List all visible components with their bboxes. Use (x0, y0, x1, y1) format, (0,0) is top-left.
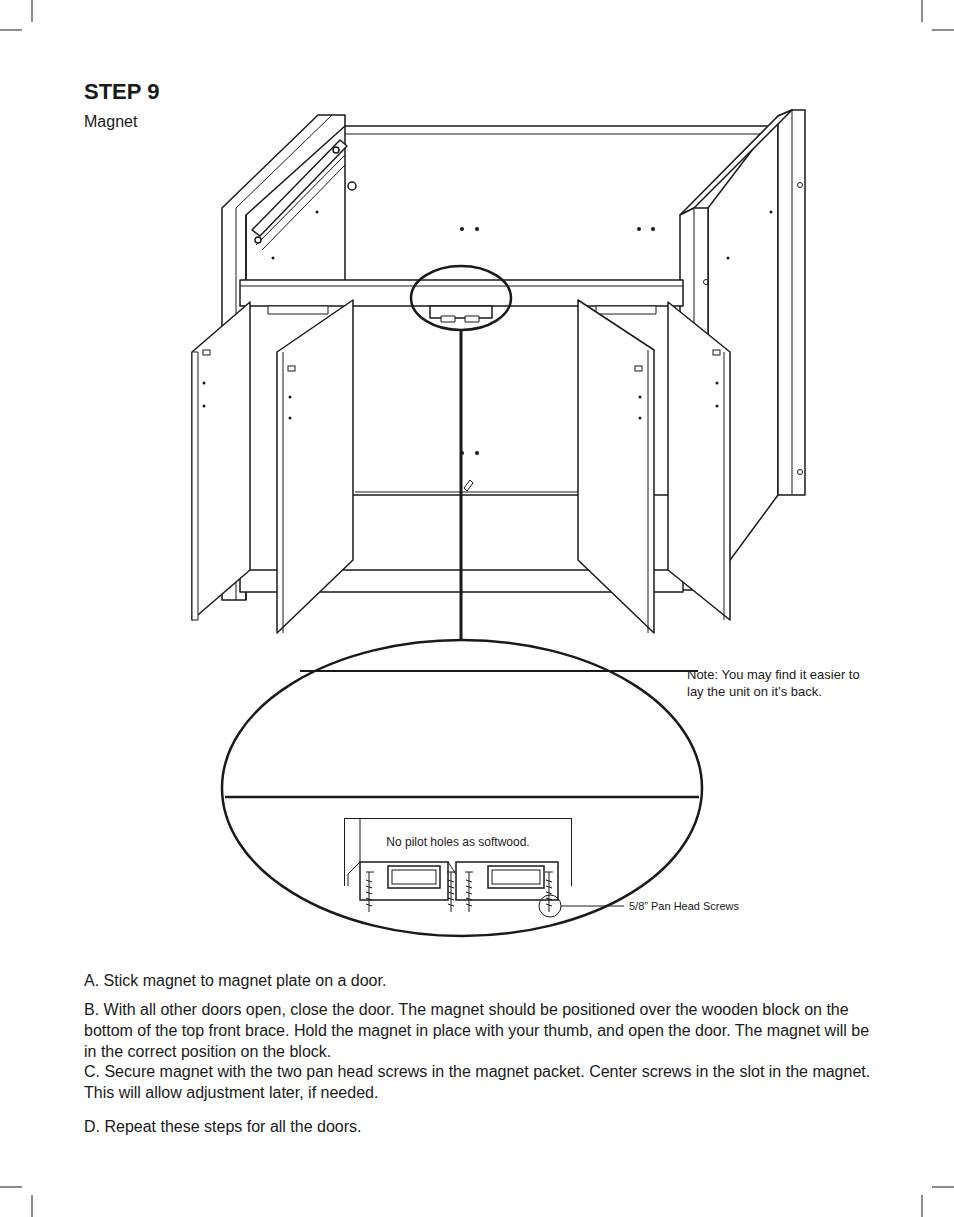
instruction: A. Stick magnet to magnet plate on a doo… (84, 970, 884, 991)
block-note: No pilot holes as softwood. (345, 835, 571, 849)
step-title: STEP 9 (84, 79, 159, 105)
note: Note: You may find it easier to lay the … (687, 666, 877, 700)
instruction: D. Repeat these steps for all the doors. (84, 1116, 884, 1137)
wooden-block: No pilot holes as softwood. (344, 818, 572, 886)
instruction: B. With all other doors open, close the … (84, 999, 884, 1062)
step-subtitle: Magnet (84, 111, 284, 132)
instruction: C. Secure magnet with the two pan head s… (84, 1061, 884, 1103)
screw-label: 5/8” Pan Head Screws (629, 899, 829, 913)
